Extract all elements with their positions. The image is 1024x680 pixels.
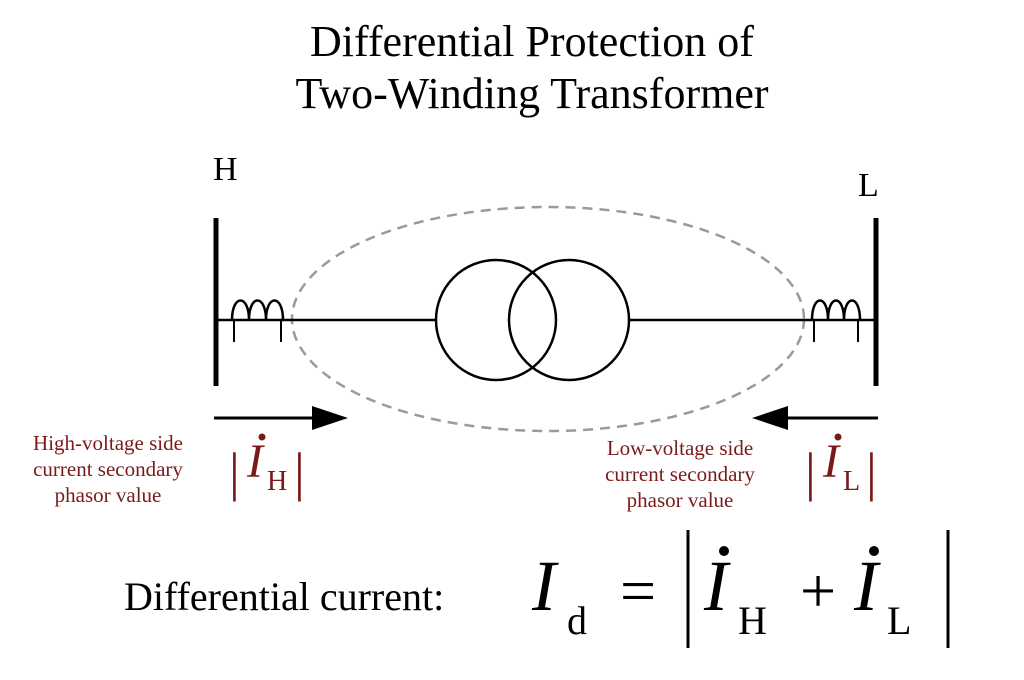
formula-label: Differential current: [124,574,444,619]
caption-line: phasor value [55,483,162,507]
low-side-subscript: L [843,466,860,497]
high-side-subscript: H [267,466,287,497]
title-line-1: Differential Protection of [310,17,754,66]
primary-winding-circle [434,258,558,382]
phasor-dot [869,546,879,556]
secondary-winding-circle [507,258,631,382]
differential-subscript: d [567,598,587,643]
high-voltage-bus-label: H [213,151,238,188]
caption-line: current secondary [605,462,755,486]
low-side-phasor-magnitude: | I L | [805,433,877,502]
high-side-current-arrow [214,406,348,430]
low-voltage-bus-label: L [858,167,879,204]
abs-bar-left: | [805,442,816,502]
phasor-dot [258,433,266,441]
high-side-caption: High-voltage side current secondary phas… [33,431,183,507]
plus-sign: + [800,555,836,626]
caption-line: current secondary [33,457,183,481]
caption-line: phasor value [627,488,734,512]
phasor-dot [719,546,729,556]
differential-current-formula: Differential current: I d = I H + I L [124,530,950,648]
formula-low-current-symbol: I [853,546,881,626]
caption-line: High-voltage side [33,431,183,455]
phasor-dot [834,433,842,441]
low-side-current-arrow [752,406,878,430]
equals-sign: = [620,555,656,626]
formula-high-subscript: H [738,598,767,643]
high-side-current-symbol: I [246,435,265,488]
low-side-caption: Low-voltage side current secondary phaso… [605,436,755,512]
caption-line: Low-voltage side [607,436,753,460]
abs-bar-right: | [866,442,877,502]
title-line-2: Two-Winding Transformer [296,69,769,118]
low-side-current-symbol: I [822,435,841,488]
abs-bar-left: | [229,442,240,502]
abs-bar-right: | [294,442,305,502]
transformer-symbol [434,258,631,382]
formula-high-current-symbol: I [703,546,731,626]
differential-current-symbol: I [531,546,559,626]
high-side-phasor-magnitude: | I H | [229,433,305,502]
low-side-current-transformer-icon [810,299,862,321]
formula-low-subscript: L [887,598,911,643]
high-side-current-transformer-icon [230,299,285,321]
